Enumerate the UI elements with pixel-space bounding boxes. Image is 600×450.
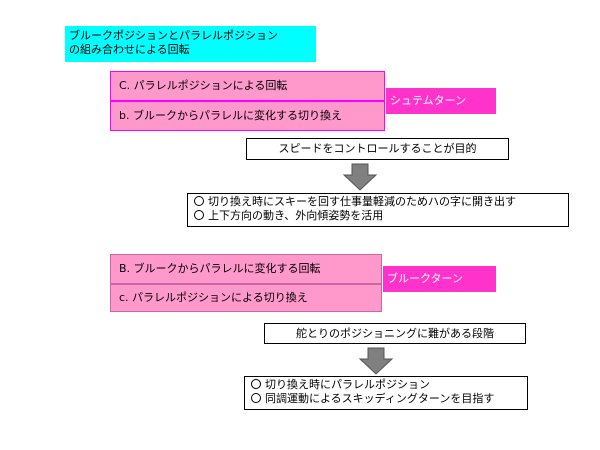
circle-bullet-icon bbox=[194, 210, 204, 220]
list-item: 切り換え時にパラレルポジション bbox=[251, 378, 521, 392]
section2-goal-text: 舵とりのポジショニングに難がある段階 bbox=[296, 326, 494, 340]
title-line-2: の組み合わせによる回転 bbox=[69, 43, 190, 56]
list-item-text: 切り換え時にスキーを回す仕事量軽減のためハの字に開き出す bbox=[208, 195, 516, 208]
section1-label: シュテムターン bbox=[386, 88, 496, 114]
diagram-title: ブルークポジションとパラレルポジション の組み合わせによる回転 bbox=[65, 26, 316, 62]
section1-item-b-text: b. ブルークからパラレルに変化する切り換え bbox=[119, 109, 342, 122]
section1-item-c-text: C. パラレルポジションによる回転 bbox=[119, 79, 288, 92]
circle-bullet-icon bbox=[251, 393, 261, 403]
list-item: 上下方向の動き、外向傾姿勢を活用 bbox=[194, 209, 562, 223]
circle-bullet-icon bbox=[251, 379, 261, 389]
down-arrow-icon bbox=[342, 163, 378, 191]
section2-item-B-text: B. ブルークからパラレルに変化する回転 bbox=[119, 262, 321, 275]
section1-item-b: b. ブルークからパラレルに変化する切り換え bbox=[110, 101, 385, 131]
section2-item-c-text: c. パラレルポジションによる切り換え bbox=[119, 291, 308, 304]
section1-label-text: シュテムターン bbox=[390, 94, 467, 107]
section1-item-c: C. パラレルポジションによる回転 bbox=[110, 71, 385, 101]
section2-goal-box: 舵とりのポジショニングに難がある段階 bbox=[264, 323, 526, 344]
section2-label-text: ブルークターン bbox=[387, 272, 464, 285]
section2-label: ブルークターン bbox=[383, 266, 496, 292]
section1-goal-box: スピードをコントロールすることが目的 bbox=[246, 138, 509, 160]
list-item-text: 同調運動によるスキッディングターンを目指す bbox=[265, 392, 495, 405]
list-item: 同調運動によるスキッディングターンを目指す bbox=[251, 392, 521, 406]
list-item: 切り換え時にスキーを回す仕事量軽減のためハの字に開き出す bbox=[194, 195, 562, 209]
section1-points-box: 切り換え時にスキーを回す仕事量軽減のためハの字に開き出す 上下方向の動き、外向傾… bbox=[187, 193, 569, 227]
title-line-1: ブルークポジションとパラレルポジション bbox=[69, 29, 278, 42]
list-item-text: 切り換え時にパラレルポジション bbox=[265, 378, 430, 391]
section2-item-c: c. パラレルポジションによる切り換え bbox=[110, 284, 382, 312]
list-item-text: 上下方向の動き、外向傾姿勢を活用 bbox=[208, 209, 384, 222]
section1-goal-text: スピードをコントロールすることが目的 bbox=[278, 142, 477, 155]
section2-points-box: 切り換え時にパラレルポジション 同調運動によるスキッディングターンを目指す bbox=[244, 376, 528, 410]
down-arrow-icon bbox=[358, 347, 394, 375]
section2-item-B: B. ブルークからパラレルに変化する回転 bbox=[110, 254, 382, 284]
circle-bullet-icon bbox=[194, 196, 204, 206]
